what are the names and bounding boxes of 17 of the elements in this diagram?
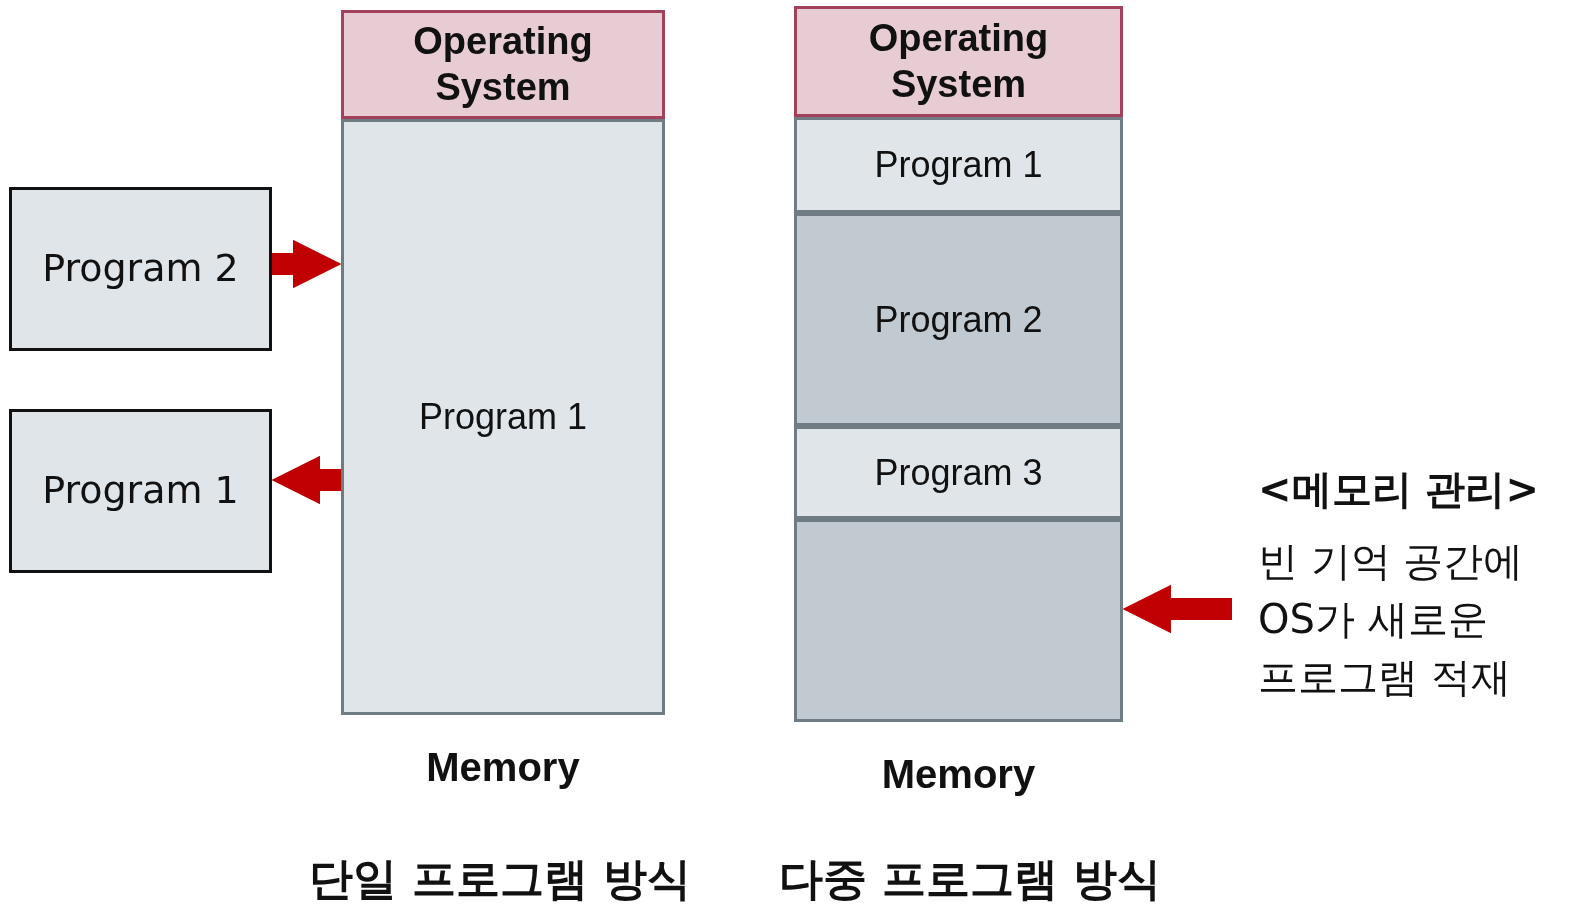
arrow <box>1122 584 1232 634</box>
memory-segment: Program 3 <box>794 426 1123 519</box>
memory-caption: Memory <box>880 752 1037 797</box>
os-segment: Operating System <box>794 6 1123 117</box>
annotation-text: 빈 기억 공간에 OS가 새로운 프로그램 적재 <box>1258 537 1525 702</box>
program-box: Program 1 <box>9 409 272 573</box>
memory-segment: Program 1 <box>794 117 1123 213</box>
scheme-title: 단일 프로그램 방식 <box>307 852 693 906</box>
annotation-title: <메모리 관리> <box>1258 465 1540 514</box>
free-memory-segment <box>794 519 1123 722</box>
arrow <box>272 239 342 289</box>
arrow <box>271 455 341 505</box>
program-box: Program 2 <box>9 187 272 351</box>
scheme-title: 다중 프로그램 방식 <box>777 852 1163 906</box>
memory-segment: Program 2 <box>794 213 1123 426</box>
os-segment: Operating System <box>341 10 665 119</box>
memory-caption: Memory <box>425 745 581 790</box>
